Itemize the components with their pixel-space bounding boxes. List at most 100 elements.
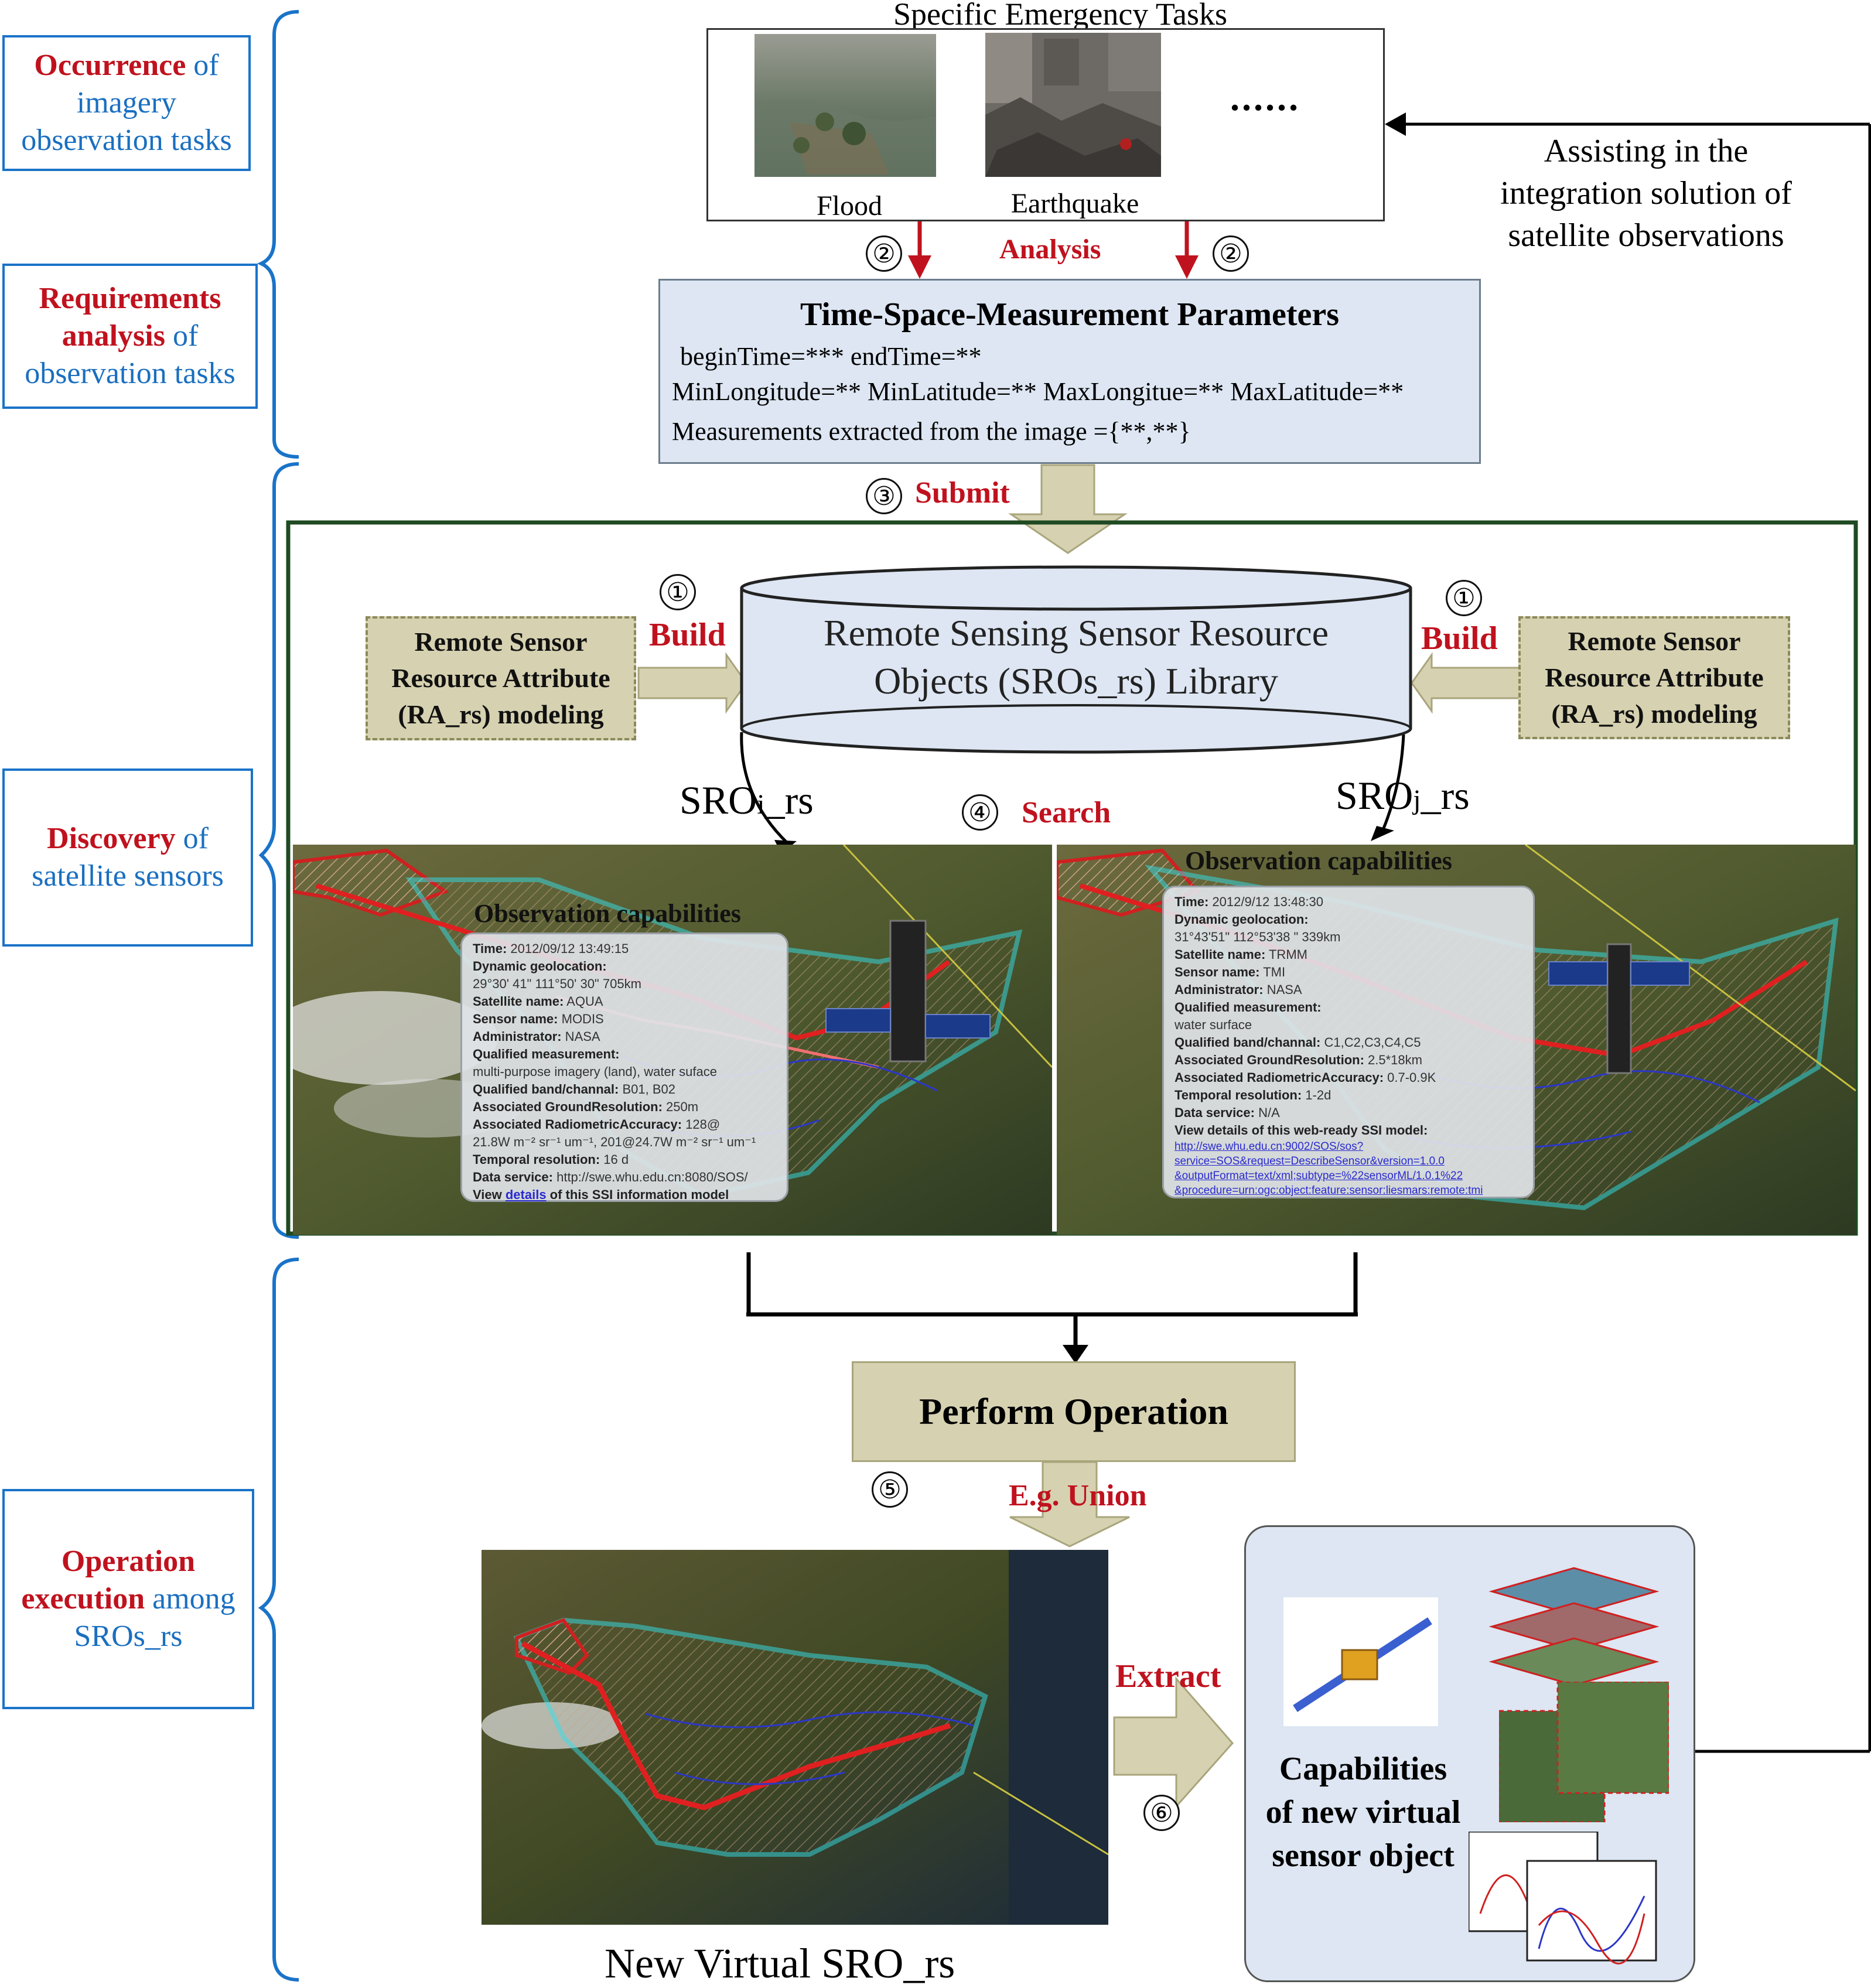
union-label: E.g. Union xyxy=(1009,1479,1147,1512)
stage-requirements-of: of xyxy=(165,319,199,353)
popup-row-value: NASA xyxy=(561,1029,600,1044)
extract-arrow xyxy=(1113,1676,1234,1809)
mosaic-icon xyxy=(1499,1682,1669,1822)
map-new-virtual xyxy=(482,1550,1108,1925)
popup-row-value: AQUA xyxy=(564,994,603,1009)
feedback-text: Assisting in the integration solution of… xyxy=(1464,130,1828,257)
popup-left: Observation capabilities Time: 2012/09/1… xyxy=(460,901,788,1204)
flood-label: Flood xyxy=(816,190,883,221)
ra-right-line2: Resource Attribute xyxy=(1545,662,1764,692)
popup-row-key: Satellite name: xyxy=(473,994,564,1009)
ra-left-line1: Remote Sensor xyxy=(414,627,588,657)
earthquake-label: Earthquake xyxy=(1010,188,1139,219)
popup-row-value: N/A xyxy=(1254,1105,1280,1120)
popup-row-value: 21.8W m⁻² sr⁻¹ um⁻¹, 201@24.7W m⁻² sr⁻¹ … xyxy=(473,1135,756,1149)
popup-row-value: 2012/9/12 13:48:30 xyxy=(1208,894,1324,909)
build-label-right: Build xyxy=(1421,620,1498,657)
stage-operation-among: among xyxy=(145,1582,235,1615)
popup-row-key: Qualified measurement: xyxy=(1175,1000,1322,1015)
ra-model-right: Remote Sensor Resource Attribute (RA_rs)… xyxy=(1518,616,1790,739)
popup-right-model-link[interactable]: &procedure=urn:ogc:object:feature:sensor… xyxy=(1175,1184,1483,1197)
popup-row-key: Sensor name: xyxy=(1175,965,1260,979)
popup-right-model-link[interactable]: service=SOS&request=DescribeSensor&versi… xyxy=(1175,1155,1445,1167)
feedback-line2: integration solution of xyxy=(1500,175,1792,211)
stage-occurrence: Occurrence of imagery observation tasks xyxy=(2,35,251,171)
stage-discovery-of: of xyxy=(175,822,209,855)
sro-i-label: SROi_rs xyxy=(680,777,814,828)
library-line1: Remote Sensing Sensor Resource xyxy=(823,612,1329,654)
popup-row-key: Satellite name: xyxy=(1175,947,1266,962)
popup-row: Temporal resolution: 16 d xyxy=(473,1151,776,1169)
stage-occurrence-red: Occurrence xyxy=(34,49,186,82)
popup-row: Temporal resolution: 1-2d xyxy=(1175,1087,1522,1104)
popup-row: Administrator: NASA xyxy=(473,1028,776,1046)
popup-row: Associated GroundResolution: 250m xyxy=(473,1098,776,1116)
popup-left-details-link[interactable]: details xyxy=(505,1187,547,1202)
popup-left-view: View details of this SSI information mod… xyxy=(473,1186,776,1204)
stage-operation-red: Operation xyxy=(61,1545,196,1578)
popup-row: Associated RadiometricAccuracy: 0.7-0.9K xyxy=(1175,1069,1522,1087)
popup-row: Dynamic geolocation: xyxy=(1175,911,1522,928)
popup-row: Associated RadiometricAccuracy: 128@ xyxy=(473,1116,776,1133)
popup-right-model-link[interactable]: &outputFormat=text/xml;subtype=%22sensor… xyxy=(1175,1170,1463,1182)
popup-row: Qualified measurement: xyxy=(1175,999,1522,1016)
union-arrow xyxy=(1009,1461,1130,1548)
step-2-left: ② xyxy=(866,235,902,272)
popup-row-key: Qualified band/channal: xyxy=(1175,1035,1321,1050)
popup-row-key: Temporal resolution: xyxy=(473,1152,600,1167)
capabilities-line2: of new virtual xyxy=(1265,1794,1461,1830)
capabilities-box: Capabilities of new virtual sensor objec… xyxy=(1244,1525,1695,1982)
ra-left-line2: Resource Attribute xyxy=(391,663,610,693)
params-line3: Measurements extracted from the image ={… xyxy=(672,417,1191,446)
ra-left-line3: (RA_rs) modeling xyxy=(398,699,604,729)
step-5: ⑤ xyxy=(872,1471,908,1508)
popup-row-key: Administrator: xyxy=(1175,982,1264,997)
satellite-icon xyxy=(1548,943,1690,1074)
popup-row: Administrator: NASA xyxy=(1175,981,1522,999)
params-title: Time-Space-Measurement Parameters xyxy=(800,296,1340,333)
stage-requirements-line3: observation tasks xyxy=(25,357,235,390)
popup-row-key: Data service: xyxy=(473,1170,553,1184)
popup-row-value: TMI xyxy=(1259,965,1286,979)
library-line2: Objects (SROs_rs) Library xyxy=(874,660,1278,702)
map-new-virtual-image xyxy=(482,1550,1108,1925)
popup-row: water surface xyxy=(1175,1016,1522,1034)
build-arrow-right xyxy=(1411,652,1521,714)
popup-row-value: 128@ xyxy=(682,1117,721,1132)
stage-operation-red2: execution xyxy=(21,1582,145,1615)
stage-discovery-red: Discovery xyxy=(47,822,176,855)
library-text: Remote Sensing Sensor Resource Objects (… xyxy=(739,609,1413,705)
popup-row: Time: 2012/09/12 13:49:15 xyxy=(473,940,776,958)
popup-row-key: Administrator: xyxy=(473,1029,562,1044)
analysis-arrows xyxy=(908,218,1199,279)
time-series-chart-icon xyxy=(1469,1832,1657,1965)
stage-occurrence-of: of xyxy=(186,49,219,82)
popup-row-value: MODIS xyxy=(558,1012,604,1026)
popup-row: View details of this web-ready SSI model… xyxy=(1175,1122,1522,1139)
popup-row: 31°43'51" 112°53'38 " 339km xyxy=(1175,928,1522,946)
capabilities-line1: Capabilities xyxy=(1279,1751,1447,1787)
popup-row-value: 250m xyxy=(662,1099,699,1114)
popup-row: multi-purpose imagery (land), water sufa… xyxy=(473,1063,776,1081)
popup-right-model-link[interactable]: http://swe.whu.edu.cn:9002/SOS/sos? xyxy=(1175,1140,1364,1153)
sro-j-base: SRO xyxy=(1336,773,1414,818)
stage-operation-line3: SROs_rs xyxy=(74,1620,183,1653)
popup-row-value: C1,C2,C3,C4,C5 xyxy=(1320,1035,1421,1050)
popup-row: Time: 2012/9/12 13:48:30 xyxy=(1175,893,1522,911)
stage-discovery: Discovery of satellite sensors xyxy=(2,768,253,947)
popup-row-key: Dynamic geolocation: xyxy=(473,959,607,973)
perform-operation-label: Perform Operation xyxy=(919,1391,1228,1432)
stage-requirements-red2: analysis xyxy=(62,319,165,353)
library-cylinder xyxy=(740,565,1412,754)
popup-row: Data service: N/A xyxy=(1175,1104,1522,1122)
popup-row-value: 31°43'51" 112°53'38 " 339km xyxy=(1175,930,1341,944)
stage-occurrence-line2: imagery xyxy=(76,86,177,119)
feedback-line3: satellite observations xyxy=(1508,217,1784,254)
popup-row-key: Associated GroundResolution: xyxy=(1175,1053,1364,1067)
sro-i-base: SRO xyxy=(680,778,757,822)
build-arrow-left xyxy=(637,652,747,714)
popup-row-key: View details of this web-ready SSI model… xyxy=(1175,1123,1428,1138)
popup-right-links: http://swe.whu.edu.cn:9002/SOS/sos? servi… xyxy=(1175,1139,1522,1198)
extract-label: Extract xyxy=(1115,1658,1221,1695)
